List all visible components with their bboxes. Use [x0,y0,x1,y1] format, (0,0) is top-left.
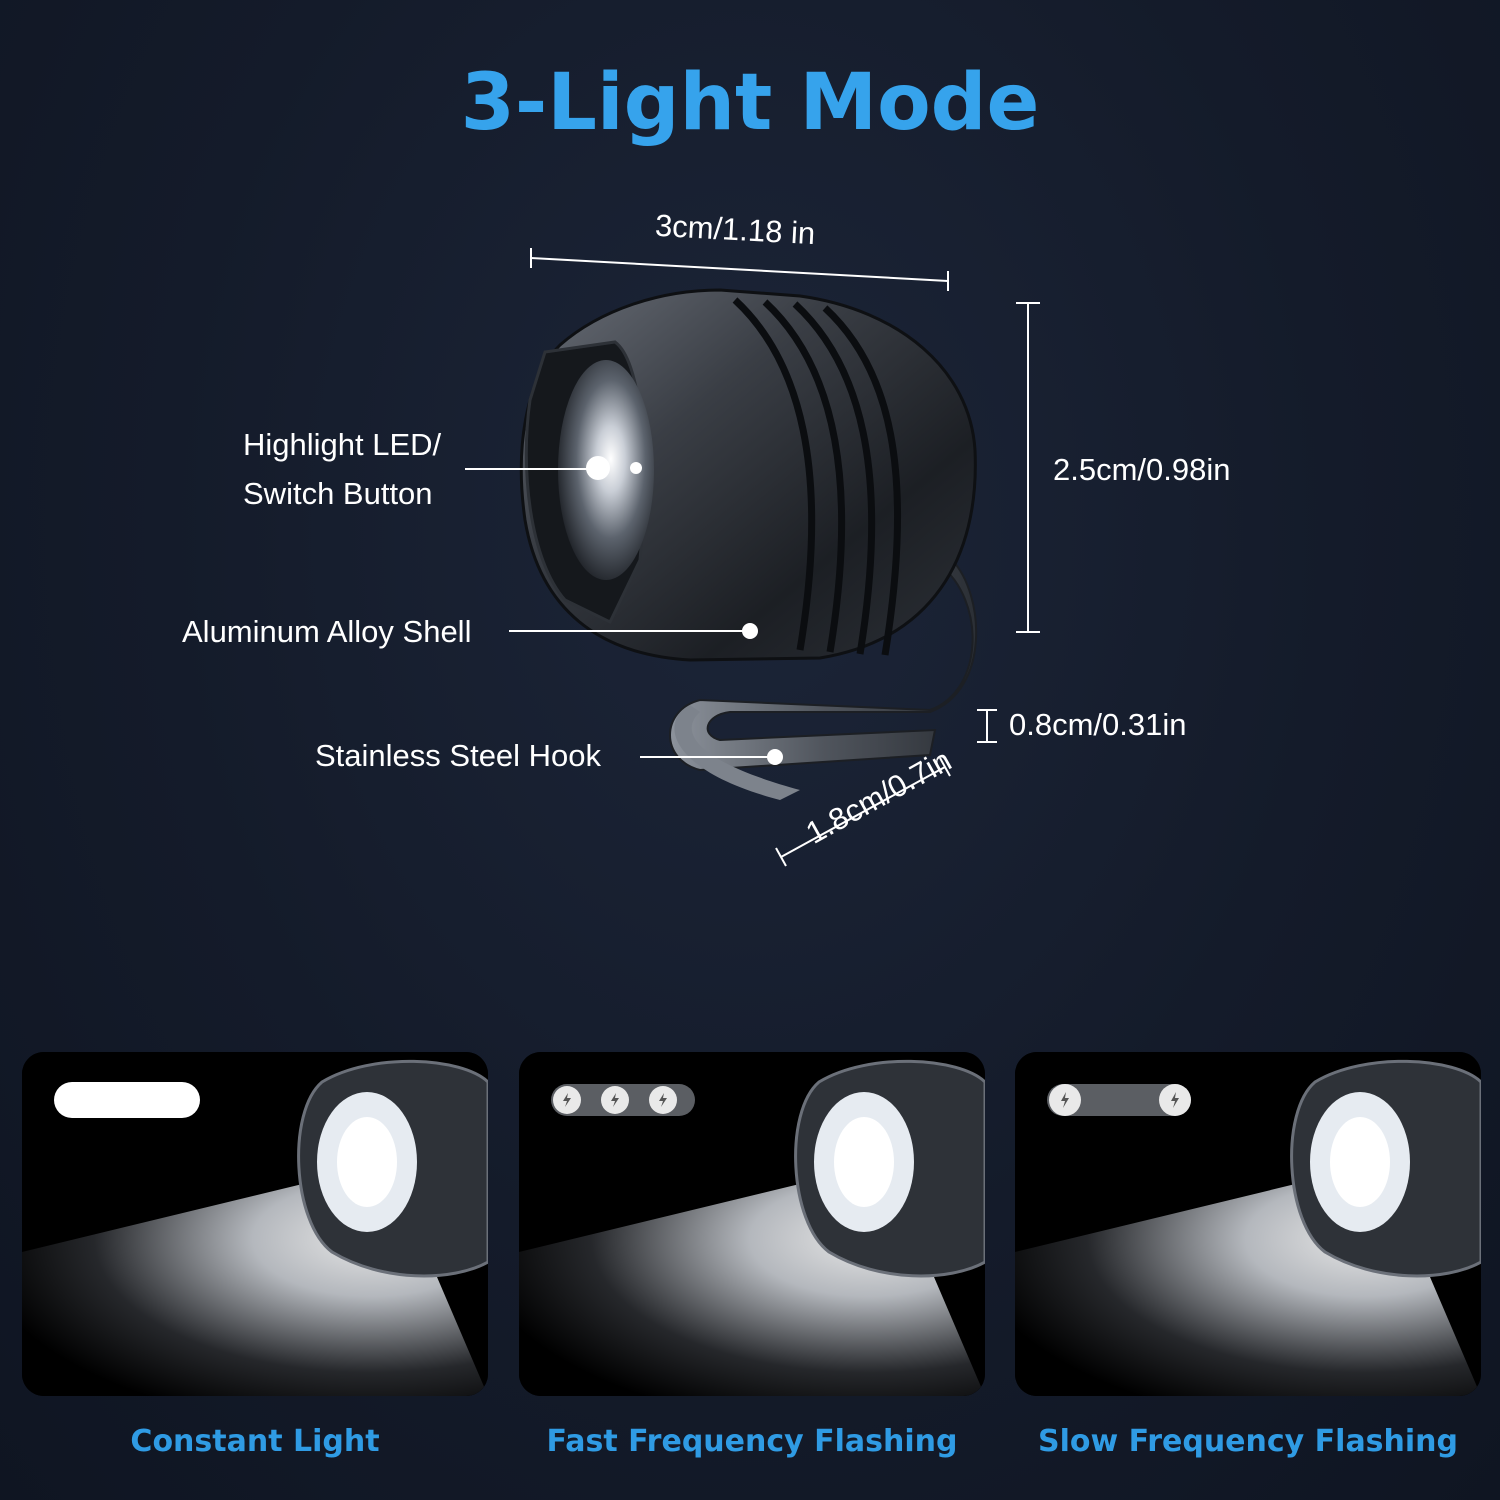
shell-callout: Aluminum Alloy Shell [182,614,472,649]
aluminum-shell [519,288,977,662]
hook-thickness-dimension-line [977,709,997,743]
hook-callout: Stainless Steel Hook [315,738,602,773]
hook-depth-dimension-line [775,757,951,867]
width-dimension-line [530,248,949,291]
mode-panel-constant [22,1052,488,1396]
led-callout: Highlight LED/ Switch Button [243,420,441,518]
hook-thickness-label: 0.8cm/0.31in [1009,707,1187,742]
product-illustration [465,248,1040,867]
steel-hook [669,558,978,800]
mode-label-constant: Constant Light [130,1424,380,1459]
page-title: 3-Light Mode [460,58,1040,148]
slow-flash-indicator [1047,1084,1191,1116]
callout-lines [465,461,783,765]
height-label: 2.5cm/0.98in [1053,452,1231,487]
mode-label-slow: Slow Frequency Flashing [1037,1424,1459,1459]
mode-panel-fast [519,1052,985,1396]
constant-indicator-bar [54,1082,200,1118]
height-dimension-line [1016,302,1040,633]
led-callout-line1: Highlight LED/ [243,427,442,462]
mode-panel-slow [1015,1052,1481,1396]
led-callout-line2: Switch Button [243,476,433,511]
fast-flash-indicator [551,1084,695,1116]
mode-label-fast: Fast Frequency Flashing [546,1424,958,1459]
